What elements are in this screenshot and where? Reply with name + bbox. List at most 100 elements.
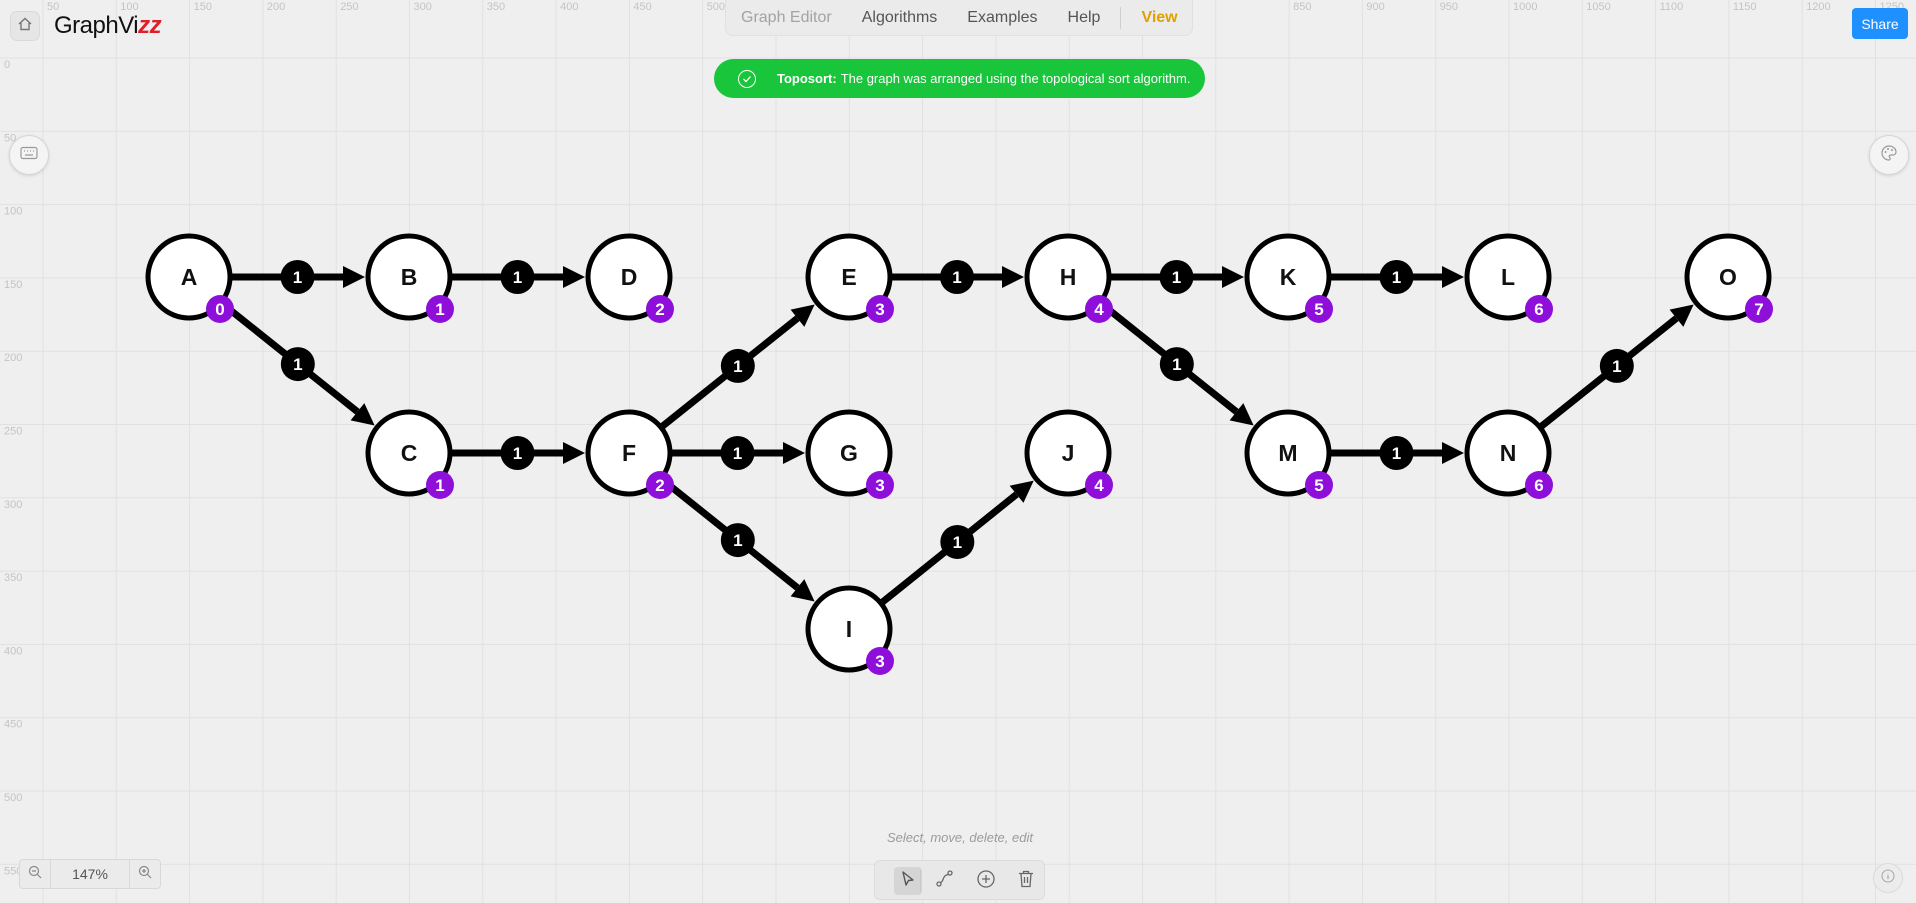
zoom-in-icon: [138, 865, 152, 884]
node-circle: [1464, 409, 1552, 497]
ruler-x-label: 900: [1366, 1, 1384, 13]
zoom-level: 147%: [50, 860, 130, 888]
ruler-x-label: 1050: [1586, 1, 1610, 13]
node-j[interactable]: J4: [1024, 409, 1113, 499]
node-order-badge: [1085, 295, 1113, 323]
ruler-y-label: 150: [4, 279, 22, 291]
edge-f-g[interactable]: 1: [670, 436, 805, 470]
node-o[interactable]: O7: [1684, 233, 1773, 323]
check-circle-icon: [738, 69, 756, 88]
edge-weight-badge: [500, 436, 535, 470]
node-order-label: 4: [1094, 300, 1104, 319]
menu-view[interactable]: View: [1141, 8, 1178, 26]
edge-k-l[interactable]: 1: [1329, 260, 1464, 294]
node-order-label: 2: [655, 476, 664, 495]
node-circle: [1464, 233, 1552, 321]
node-a[interactable]: A0: [145, 233, 234, 323]
edge-tool-icon: [935, 869, 955, 894]
node-order-label: 3: [875, 300, 884, 319]
edge-weight-badge: [940, 260, 974, 294]
edge-e-h[interactable]: 1: [890, 260, 1024, 294]
edge-tool[interactable]: [931, 867, 959, 895]
node-label: N: [1500, 440, 1517, 466]
node-order-label: 7: [1754, 300, 1763, 319]
node-l[interactable]: L6: [1464, 233, 1553, 323]
node-k[interactable]: K5: [1244, 233, 1333, 323]
node-b[interactable]: B1: [365, 233, 454, 323]
edge-arrowhead: [563, 442, 585, 464]
node-c[interactable]: C1: [365, 409, 454, 499]
node-h[interactable]: H4: [1024, 233, 1113, 323]
edge-weight-badge: [1379, 436, 1414, 470]
share-button[interactable]: Share: [1852, 8, 1908, 39]
node-circle: [805, 233, 893, 321]
edge-n-o[interactable]: 1: [1537, 304, 1694, 431]
node-order-label: 5: [1314, 476, 1323, 495]
node-order-badge: [1525, 471, 1553, 499]
info-button[interactable]: [1873, 863, 1903, 893]
logo-text: GraphVi: [54, 12, 139, 39]
node-order-badge: [646, 295, 674, 323]
zoom-in-button[interactable]: [130, 860, 160, 888]
edge-m-n[interactable]: 1: [1329, 436, 1464, 470]
ruler-x-label: 1000: [1513, 1, 1537, 13]
edge-weight-badge: [720, 348, 755, 383]
ruler-x-label: 150: [194, 1, 212, 13]
node-e[interactable]: E3: [805, 233, 894, 323]
node-n[interactable]: N6: [1464, 409, 1553, 499]
home-button[interactable]: [10, 11, 40, 41]
menu-help[interactable]: Help: [1067, 8, 1101, 26]
node-label: H: [1060, 264, 1077, 290]
ruler-y-label: 450: [4, 719, 22, 731]
edit-toolbar: [874, 860, 1045, 900]
node-circle: [1244, 233, 1332, 321]
edge-arrowhead: [783, 442, 805, 464]
edge-weight-badge: [1159, 260, 1194, 294]
edge-weight-badge: [1379, 260, 1414, 294]
edge-h-k[interactable]: 1: [1109, 260, 1244, 294]
node-d[interactable]: D2: [585, 233, 674, 323]
node-m[interactable]: M5: [1244, 409, 1333, 499]
add-node-tool[interactable]: [972, 867, 1000, 895]
select-tool[interactable]: [894, 867, 922, 895]
edge-i-j[interactable]: 1: [878, 480, 1034, 607]
menu-algorithms[interactable]: Algorithms: [861, 8, 938, 26]
edge-h-m[interactable]: 1: [1097, 299, 1254, 426]
node-circle: [805, 585, 893, 673]
toast-title: Toposort:: [777, 71, 837, 86]
app-logo: GraphVizz: [54, 12, 162, 40]
node-label: A: [181, 264, 198, 290]
node-order-badge: [1745, 295, 1773, 323]
zoom-out-button[interactable]: [20, 860, 50, 888]
edge-a-b[interactable]: 1: [230, 260, 365, 294]
palette-button[interactable]: [1869, 135, 1909, 175]
edge-a-c[interactable]: 1: [218, 299, 375, 426]
node-circle: [365, 409, 453, 497]
menu-examples[interactable]: Examples: [967, 8, 1038, 26]
edge-c-f[interactable]: 1: [450, 436, 585, 470]
node-order-label: 0: [215, 300, 224, 319]
ruler-y-label: 400: [4, 645, 22, 657]
ruler-x-label: 1100: [1660, 1, 1684, 13]
delete-tool[interactable]: [1012, 867, 1040, 895]
node-g[interactable]: G3: [805, 409, 894, 499]
keyboard-button[interactable]: [9, 135, 49, 175]
edge-f-i[interactable]: 1: [658, 475, 815, 602]
ruler-x-label: 400: [560, 1, 578, 13]
edge-b-d[interactable]: 1: [450, 260, 585, 294]
menu-graph-editor[interactable]: Graph Editor: [741, 8, 832, 26]
node-f[interactable]: F2: [585, 409, 674, 499]
node-label: L: [1501, 264, 1515, 290]
edge-f-e[interactable]: 1: [658, 304, 815, 431]
node-label: M: [1278, 440, 1297, 466]
edge-weight-label: 1: [1392, 444, 1401, 463]
node-order-label: 2: [655, 300, 664, 319]
ruler-y-label: 0: [4, 59, 10, 71]
node-i[interactable]: I3: [805, 585, 894, 675]
ruler-y-label: 550: [4, 865, 22, 877]
ruler-x-label: 50: [47, 1, 59, 13]
